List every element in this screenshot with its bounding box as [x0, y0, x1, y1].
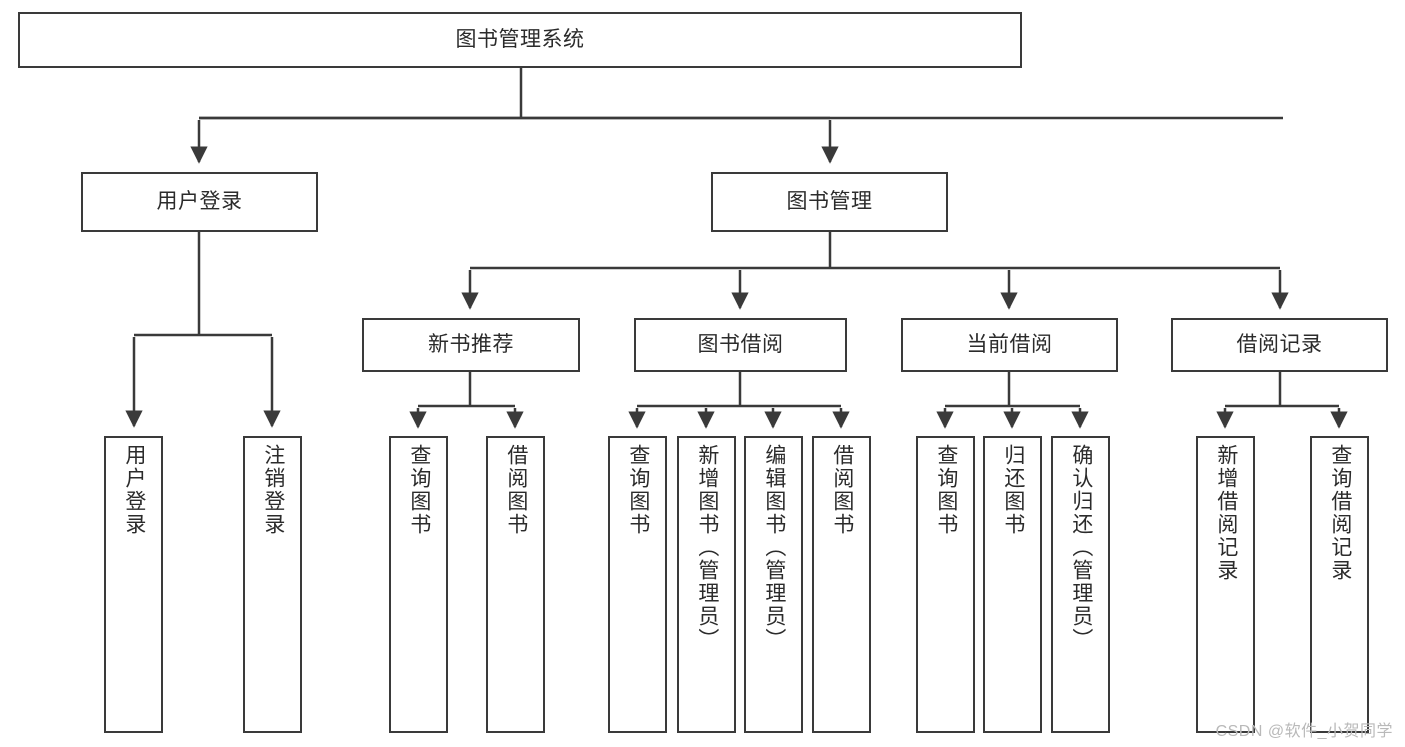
node-book-manage[interactable]: 图书管理	[711, 172, 948, 232]
node-new-book-recommend-label: 新书推荐	[428, 332, 514, 356]
node-leaf-return-book[interactable]: 归还图书	[983, 436, 1042, 733]
node-leaf-borrow-book[interactable]: 借阅图书	[812, 436, 871, 733]
node-root[interactable]: 图书管理系统	[18, 12, 1022, 68]
node-leaf-query-book-borrow-label: 查询图书	[626, 444, 650, 536]
node-leaf-query-book-borrow[interactable]: 查询图书	[608, 436, 667, 733]
node-book-manage-label: 图书管理	[786, 189, 873, 213]
node-leaf-add-book-admin[interactable]: 新增图书（管理员）	[677, 436, 736, 733]
node-leaf-add-borrow-record[interactable]: 新增借阅记录	[1196, 436, 1255, 733]
node-current-borrow[interactable]: 当前借阅	[901, 318, 1118, 372]
node-leaf-confirm-return-admin-label: 确认归还（管理员）	[1069, 444, 1093, 651]
node-borrow-record-label: 借阅记录	[1236, 332, 1323, 356]
node-leaf-query-borrow-record-label: 查询借阅记录	[1328, 444, 1352, 582]
node-leaf-user-login[interactable]: 用户登录	[104, 436, 163, 733]
node-leaf-query-book-rec-label: 查询图书	[407, 444, 431, 536]
node-leaf-borrow-book-rec[interactable]: 借阅图书	[486, 436, 545, 733]
node-leaf-add-borrow-record-label: 新增借阅记录	[1214, 444, 1238, 582]
node-user-login[interactable]: 用户登录	[81, 172, 318, 232]
node-leaf-query-book-rec[interactable]: 查询图书	[389, 436, 448, 733]
node-root-label: 图书管理系统	[455, 27, 585, 51]
node-leaf-edit-book-admin-label: 编辑图书（管理员）	[762, 444, 786, 651]
node-leaf-edit-book-admin[interactable]: 编辑图书（管理员）	[744, 436, 803, 733]
node-leaf-user-logout[interactable]: 注销登录	[243, 436, 302, 733]
node-leaf-confirm-return-admin[interactable]: 确认归还（管理员）	[1051, 436, 1110, 733]
node-current-borrow-label: 当前借阅	[966, 332, 1053, 356]
node-book-borrow-label: 图书借阅	[697, 332, 784, 356]
node-leaf-user-logout-label: 注销登录	[261, 444, 285, 536]
node-new-book-recommend[interactable]: 新书推荐	[362, 318, 580, 372]
node-leaf-borrow-book-label: 借阅图书	[830, 444, 854, 536]
node-leaf-add-book-admin-label: 新增图书（管理员）	[695, 444, 719, 651]
node-leaf-query-borrow-record[interactable]: 查询借阅记录	[1310, 436, 1369, 733]
node-book-borrow[interactable]: 图书借阅	[634, 318, 847, 372]
node-leaf-query-book-cur-label: 查询图书	[934, 444, 958, 536]
node-leaf-query-book-cur[interactable]: 查询图书	[916, 436, 975, 733]
csdn-watermark: CSDN @软件_小贺同学	[1215, 723, 1393, 740]
node-leaf-borrow-book-rec-label: 借阅图书	[504, 444, 528, 536]
node-borrow-record[interactable]: 借阅记录	[1171, 318, 1388, 372]
node-leaf-return-book-label: 归还图书	[1001, 444, 1025, 536]
node-user-login-label: 用户登录	[156, 189, 243, 213]
node-leaf-user-login-label: 用户登录	[122, 444, 146, 536]
